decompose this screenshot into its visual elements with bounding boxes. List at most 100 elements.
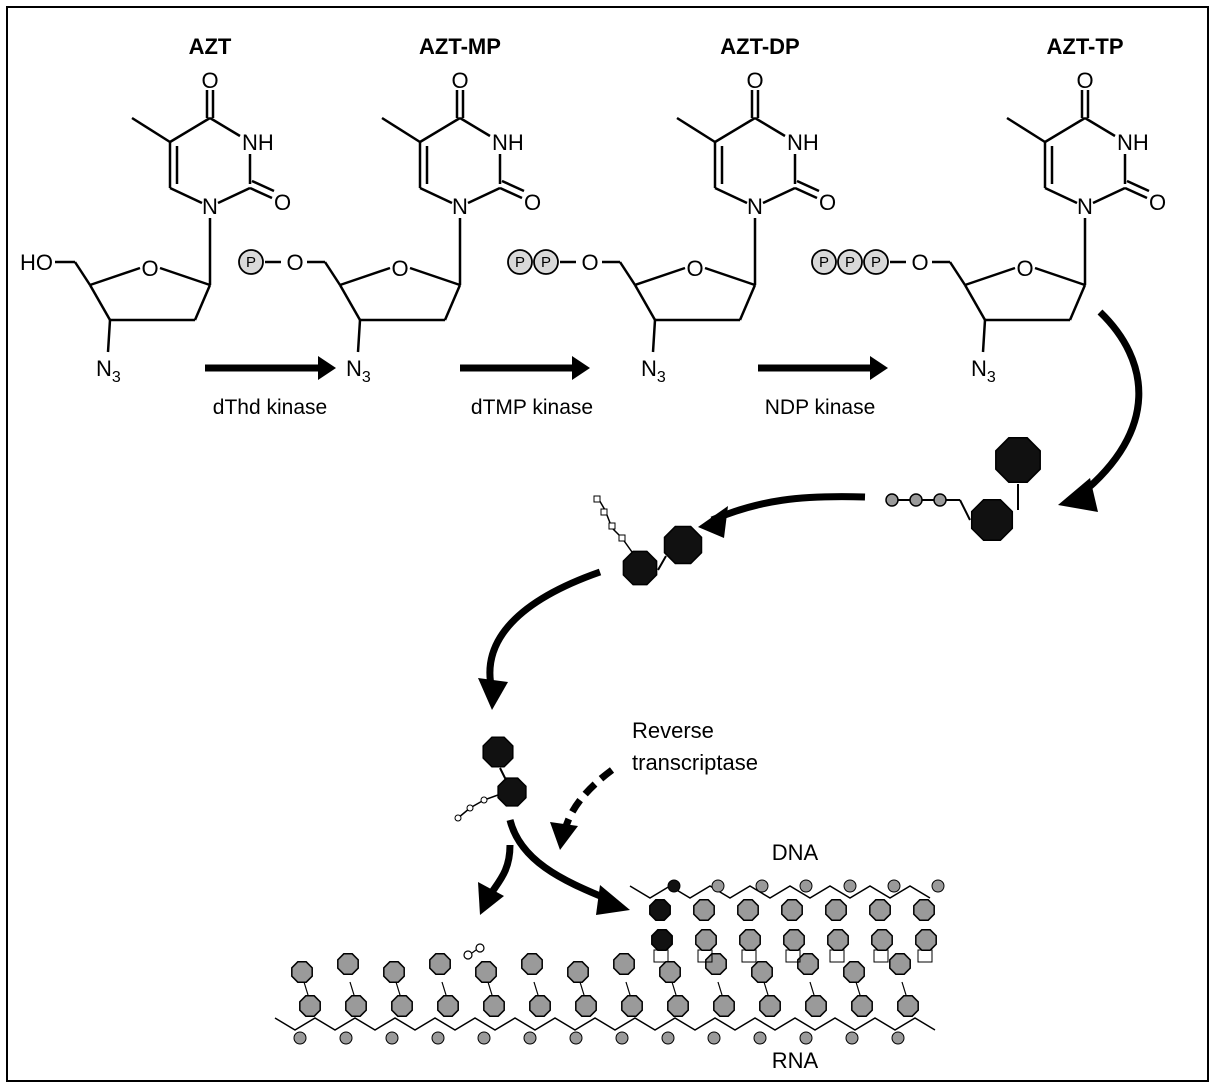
rna-phosphate-icon <box>293 1031 307 1045</box>
svg-text:P: P <box>515 254 525 271</box>
svg-text:O: O <box>141 256 158 281</box>
rna-base-icon <box>429 953 451 975</box>
phosphate-icon <box>507 249 533 275</box>
base-pair-rung <box>653 949 669 963</box>
svg-text:O: O <box>686 256 703 281</box>
dna-base-icon <box>783 929 805 951</box>
dna-phosphate-icon <box>667 879 681 893</box>
enzyme-label-dthd-kinase: dThd kinase <box>213 396 327 419</box>
rna-base-icon <box>337 953 359 975</box>
rna-strand <box>274 953 936 1045</box>
base-hexagon-icon <box>663 525 703 565</box>
phosphate-dot-icon <box>933 493 947 507</box>
arrowhead-6 <box>478 882 504 915</box>
reaction-arrow-2 <box>460 356 590 380</box>
rna-base-icon <box>705 953 727 975</box>
phosphate-icon <box>863 249 889 275</box>
svg-text:O: O <box>1076 68 1093 93</box>
rna-phosphate-icon <box>477 1031 491 1045</box>
arrowhead-5 <box>596 885 630 915</box>
dna-sugar-icon <box>693 899 715 921</box>
sugar-pentagon-icon <box>622 550 658 586</box>
rna-phosphate-icon <box>615 1031 629 1045</box>
rna-phosphate-icon <box>661 1031 675 1045</box>
curved-arrow-3 <box>486 568 602 691</box>
compound-title-azt-tp: AZT-TP <box>1047 34 1124 59</box>
base-pair-rung <box>873 949 889 963</box>
rna-base-icon <box>475 961 497 983</box>
svg-text:P: P <box>845 254 855 271</box>
dna-phosphate-icon <box>843 879 857 893</box>
rna-phosphate-icon <box>799 1031 813 1045</box>
arrowhead-3 <box>478 678 508 710</box>
dna-sugar-icon <box>649 899 671 921</box>
svg-text:N3: N3 <box>96 356 121 386</box>
compound-title-azt-mp: AZT-MP <box>419 34 501 59</box>
rna-sugar-icon <box>575 995 597 1017</box>
reaction-arrow-3 <box>758 356 888 380</box>
enzyme-label-ndp-kinase: NDP kinase <box>765 396 876 419</box>
svg-text:O: O <box>524 190 541 215</box>
released-pyrophosphate <box>463 943 485 960</box>
dna-base-icon <box>871 929 893 951</box>
curved-arrow-1 <box>1077 309 1143 498</box>
compound-title-azt-dp: AZT-DP <box>720 34 799 59</box>
phosphate-dot-icon <box>618 534 626 542</box>
svg-text:O: O <box>451 68 468 93</box>
phosphate-dot-icon <box>608 522 616 530</box>
phosphate-dot-icon <box>480 796 488 804</box>
rna-sugar-icon <box>483 995 505 1017</box>
phosphate-icon <box>837 249 863 275</box>
dna-phosphate-icon <box>887 879 901 893</box>
curved-arrow-5 <box>506 819 612 904</box>
rna-sugar-icon <box>805 995 827 1017</box>
phosphate-dot-icon <box>885 493 899 507</box>
dna-sugar-icon <box>737 899 759 921</box>
dna-base-icon <box>695 929 717 951</box>
rna-sugar-icon <box>897 995 919 1017</box>
dna-phosphate-icon <box>799 879 813 893</box>
rna-sugar-icon <box>391 995 413 1017</box>
dashed-arrow-reverse-transcriptase <box>561 767 615 831</box>
cartoon-incorporating <box>454 736 527 822</box>
svg-text:O: O <box>746 68 763 93</box>
curved-arrow-2 <box>710 493 866 524</box>
rna-sugar-icon <box>713 995 735 1017</box>
dna-phosphate-icon <box>755 879 769 893</box>
svg-text:O: O <box>274 190 291 215</box>
svg-text:P: P <box>541 254 551 271</box>
cartoon-bound <box>593 495 703 586</box>
svg-text:P: P <box>819 254 829 271</box>
base-pair-rung <box>917 949 933 963</box>
rna-phosphate-icon <box>431 1031 445 1045</box>
rna-sugar-icon <box>667 995 689 1017</box>
svg-text:O: O <box>819 190 836 215</box>
sugar-pentagon-icon <box>970 498 1014 542</box>
rna-base-icon <box>291 961 313 983</box>
dna-phosphate-icon <box>711 879 725 893</box>
rna-base-icon <box>521 953 543 975</box>
dna-base-icon <box>739 929 761 951</box>
svg-text:NH: NH <box>242 130 274 155</box>
rna-phosphate-icon <box>523 1031 537 1045</box>
rna-base-icon <box>843 961 865 983</box>
compound-title-azt: AZT <box>189 34 232 59</box>
svg-text:N3: N3 <box>971 356 996 386</box>
svg-text:N: N <box>1077 194 1093 219</box>
dna-sugar-icon <box>781 899 803 921</box>
dna-sugar-icon <box>913 899 935 921</box>
svg-text:O: O <box>201 68 218 93</box>
dna-base-icon <box>827 929 849 951</box>
svg-text:N: N <box>202 194 218 219</box>
cartoon-azt-tp <box>885 437 1041 542</box>
phosphate-icon <box>238 249 264 275</box>
dna-sugar-icon <box>869 899 891 921</box>
sugar-pentagon-icon <box>497 777 527 807</box>
rna-phosphate-icon <box>891 1031 905 1045</box>
label-transcriptase: transcriptase <box>632 750 758 775</box>
dna-base-icon <box>915 929 937 951</box>
rna-phosphate-icon <box>753 1031 767 1045</box>
